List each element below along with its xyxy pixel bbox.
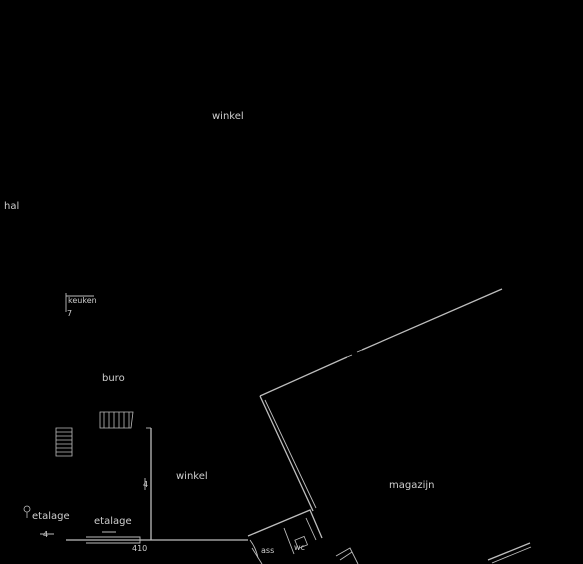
label-winkel-center: winkel — [176, 471, 208, 482]
label-hal: hal — [4, 201, 19, 212]
label-magazijn: magazijn — [389, 480, 435, 491]
ass-partition — [283, 527, 295, 555]
label-etalage-left: etalage — [32, 511, 70, 522]
label-wc: wc — [294, 543, 305, 552]
wc-toilet-icon — [294, 535, 309, 550]
magazijn-bottom-wall — [487, 542, 531, 561]
lower-stair-symbol — [335, 547, 359, 564]
ass-wc-lower-wall — [251, 547, 263, 564]
label-ass: ass — [261, 546, 274, 555]
label-toilet-number: 7 — [67, 309, 72, 318]
dimension-vertical: 4 — [143, 480, 148, 489]
magazijn-bottom-wall-inner — [491, 546, 532, 564]
wc-partition — [305, 517, 317, 541]
magazijn-left-wall-inner — [264, 399, 317, 509]
shopfront-window — [86, 536, 141, 544]
stairs-icon — [55, 427, 73, 457]
label-keuken: keuken — [68, 296, 97, 305]
label-etalage-right: etalage — [94, 516, 132, 527]
magazijn-top-wall-a — [259, 356, 348, 397]
counter-symbol — [99, 411, 134, 429]
magazijn-door-gap — [346, 349, 363, 358]
magazijn-top-wall-b — [361, 288, 503, 351]
label-winkel-top: winkel — [212, 111, 244, 122]
etalage-dimension — [40, 531, 116, 535]
label-buro: buro — [102, 373, 125, 384]
keuken-wall-marker — [65, 293, 94, 312]
dimension-left: 4 — [43, 530, 48, 539]
ass-wc-outer-wall — [247, 509, 323, 539]
dimension-bottom: 410 — [132, 544, 147, 553]
magazijn-left-wall — [259, 395, 314, 512]
etalage-door-icon — [23, 505, 31, 518]
